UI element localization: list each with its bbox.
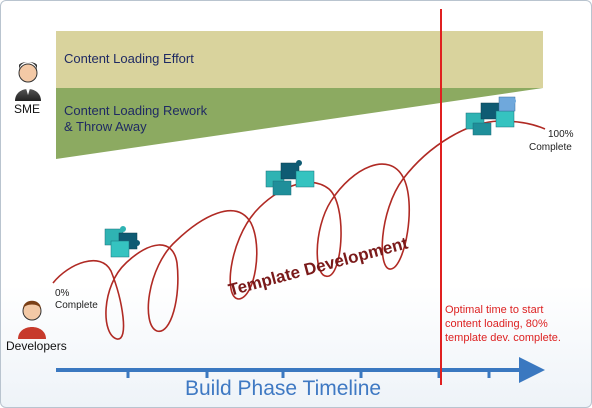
content-loading-rework-band bbox=[56, 88, 543, 159]
optimal-note-line2: content loading, 80% bbox=[445, 318, 548, 330]
sme-person-icon bbox=[15, 62, 41, 101]
rework-band-label-line1: Content Loading Rework bbox=[64, 103, 208, 118]
sme-label: SME bbox=[14, 102, 41, 116]
puzzle-pieces-icon bbox=[265, 160, 315, 196]
start-percent-label: 0% bbox=[55, 288, 70, 299]
content-loading-effort-band bbox=[56, 31, 543, 88]
template-development-curve bbox=[52, 120, 546, 340]
timeline-label: Build Phase Timeline bbox=[185, 377, 382, 400]
optimal-note-line1: Optimal time to start bbox=[445, 304, 544, 316]
end-complete-label: Complete bbox=[529, 142, 572, 153]
timeline-arrow bbox=[56, 357, 545, 383]
rework-band-label-line2: & Throw Away bbox=[64, 119, 147, 134]
developers-person-icon bbox=[18, 300, 46, 339]
puzzle-pieces-icon bbox=[104, 226, 140, 258]
effort-band-label: Content Loading Effort bbox=[64, 51, 194, 66]
developers-label: Developers bbox=[6, 339, 67, 353]
puzzle-pieces-icon bbox=[465, 96, 516, 136]
optimal-note-line3: template dev. complete. bbox=[445, 332, 561, 344]
start-complete-label: Complete bbox=[55, 300, 98, 311]
end-percent-label: 100% bbox=[548, 129, 574, 140]
